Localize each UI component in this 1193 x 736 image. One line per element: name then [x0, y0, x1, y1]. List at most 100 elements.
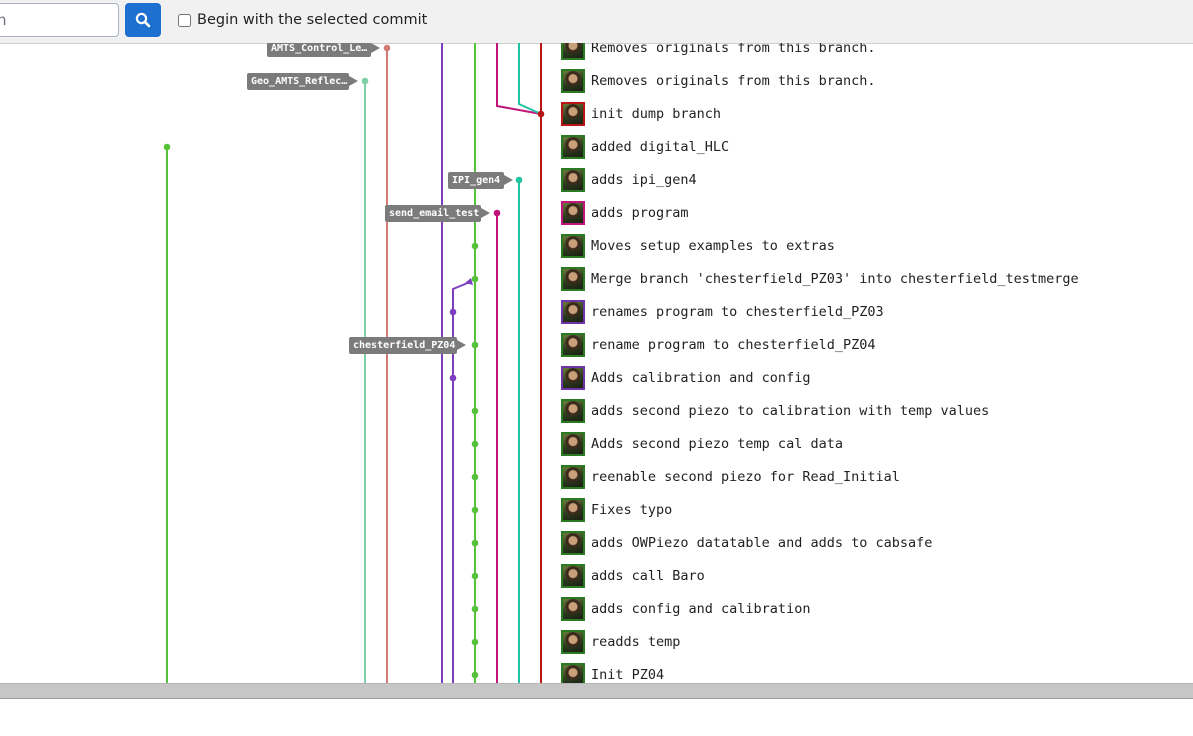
search-button[interactable] — [125, 3, 161, 37]
commit-message: adds OWPiezo datatable and adds to cabsa… — [591, 535, 933, 551]
commit-message: adds program — [591, 205, 689, 221]
commit-message: Moves setup examples to extras — [591, 238, 835, 254]
commit-node — [471, 407, 479, 415]
commit-row[interactable]: adds program — [561, 199, 689, 227]
branch-tag-arrow — [371, 43, 380, 53]
author-avatar — [561, 498, 585, 522]
branch-tag[interactable]: AMTS_Control_Le… — [267, 43, 371, 57]
commit-node — [515, 176, 523, 184]
branch-tag-arrow — [349, 76, 358, 86]
edge-merge-pz03 — [452, 281, 471, 312]
commit-node — [449, 374, 457, 382]
commit-row[interactable]: added digital_HLC — [561, 133, 729, 161]
author-avatar — [561, 564, 585, 588]
commit-node — [471, 275, 479, 283]
commit-node — [537, 110, 545, 118]
begin-with-selected-label: Begin with the selected commit — [197, 12, 428, 28]
commit-message: added digital_HLC — [591, 139, 730, 155]
branch-tag[interactable]: Geo_AMTS_Reflec… — [247, 73, 349, 90]
commit-row[interactable]: adds ipi_gen4 — [561, 166, 697, 194]
commit-message: adds ipi_gen4 — [591, 172, 697, 188]
commit-node — [449, 308, 457, 316]
search-icon — [135, 12, 151, 28]
commit-message: Fixes typo — [591, 502, 673, 518]
commit-message: adds call Baro — [591, 568, 705, 584]
branch-tag[interactable]: send_email_test — [385, 205, 481, 222]
branch-tag[interactable]: IPI_gen4 — [448, 172, 504, 189]
commit-row[interactable]: Adds second piezo temp cal data — [561, 430, 843, 458]
commit-node — [471, 605, 479, 613]
author-avatar — [561, 267, 585, 291]
commit-message: init dump branch — [591, 106, 722, 122]
commit-node — [361, 77, 369, 85]
commit-row[interactable]: init dump branch — [561, 100, 721, 128]
commit-row[interactable]: adds call Baro — [561, 562, 705, 590]
author-avatar — [561, 399, 585, 423]
commit-node — [471, 572, 479, 580]
author-avatar — [561, 43, 585, 60]
commit-message: Removes originals from this branch. — [591, 43, 876, 56]
branch-tag[interactable]: chesterfield_PZ04 — [349, 337, 457, 354]
commit-row[interactable]: adds OWPiezo datatable and adds to cabsa… — [561, 529, 932, 557]
commit-row[interactable]: rename program to chesterfield_PZ04 — [561, 331, 875, 359]
commit-row[interactable]: Adds calibration and config — [561, 364, 810, 392]
author-avatar — [561, 102, 585, 126]
author-avatar — [561, 333, 585, 357]
commit-row[interactable]: renames program to chesterfield_PZ03 — [561, 298, 884, 326]
author-avatar — [561, 366, 585, 390]
begin-with-selected-checkbox[interactable] — [178, 13, 191, 27]
commit-message: rename program to chesterfield_PZ04 — [591, 337, 876, 353]
commit-node — [493, 209, 501, 217]
commit-message: renames program to chesterfield_PZ03 — [591, 304, 884, 320]
author-avatar — [561, 663, 585, 683]
commit-message: readds temp — [591, 634, 681, 650]
author-avatar — [561, 300, 585, 324]
commit-row[interactable]: Moves setup examples to extras — [561, 232, 835, 260]
commit-row[interactable]: reenable second piezo for Read_Initial — [561, 463, 900, 491]
commit-message: Adds calibration and config — [591, 370, 811, 386]
commit-node — [383, 44, 391, 52]
toolbar: Begin with the selected commit — [0, 0, 1193, 44]
author-avatar — [561, 597, 585, 621]
commit-row[interactable]: Fixes typo — [561, 496, 672, 524]
commit-row[interactable]: Init PZ04 — [561, 661, 664, 683]
commit-node — [163, 143, 171, 151]
author-avatar — [561, 531, 585, 555]
commit-node — [471, 671, 479, 679]
commit-node — [471, 440, 479, 448]
commit-row[interactable]: adds config and calibration — [561, 595, 810, 623]
branch-tag-arrow — [457, 340, 466, 350]
commit-message: Init PZ04 — [591, 667, 665, 683]
commit-node — [471, 638, 479, 646]
commit-row[interactable]: adds second piezo to calibration with te… — [561, 397, 989, 425]
author-avatar — [561, 432, 585, 456]
commit-message: adds second piezo to calibration with te… — [591, 403, 990, 419]
commit-node — [471, 539, 479, 547]
commit-row[interactable]: Removes originals from this branch. — [561, 67, 875, 95]
search-input[interactable] — [0, 3, 119, 37]
commit-row[interactable]: readds temp — [561, 628, 680, 656]
author-avatar — [561, 69, 585, 93]
branch-graph — [163, 43, 545, 683]
author-avatar — [561, 465, 585, 489]
commit-message: Adds second piezo temp cal data — [591, 436, 843, 452]
commit-node — [471, 506, 479, 514]
commit-message: Removes originals from this branch. — [591, 73, 876, 89]
edge-cyan-merge — [518, 43, 542, 115]
branch-tag-arrow — [504, 175, 513, 185]
commit-graph: AMTS_Control_Le… Geo_AMTS_Reflec… IPI_gen4… — [0, 43, 1193, 683]
commit-row[interactable]: Merge branch 'chesterfield_PZ03' into ch… — [561, 265, 1079, 293]
commit-row[interactable]: Removes originals from this branch. — [561, 43, 875, 62]
author-avatar — [561, 630, 585, 654]
merge-arrowhead — [465, 278, 473, 285]
commit-node — [471, 473, 479, 481]
horizontal-scrollbar[interactable] — [0, 683, 1193, 699]
commit-node — [471, 341, 479, 349]
commit-message: reenable second piezo for Read_Initial — [591, 469, 900, 485]
author-avatar — [561, 168, 585, 192]
edge-magenta-merge — [496, 43, 542, 115]
author-avatar — [561, 201, 585, 225]
divider — [0, 698, 1193, 699]
begin-with-selected-option[interactable]: Begin with the selected commit — [177, 12, 427, 28]
commit-message: adds config and calibration — [591, 601, 811, 617]
